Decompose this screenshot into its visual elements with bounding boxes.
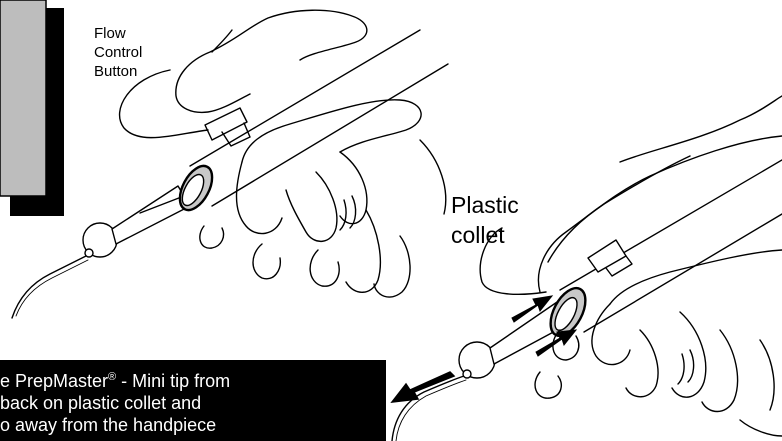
left-tip-wire — [12, 256, 86, 318]
right-ball-collar — [463, 370, 471, 378]
gray-panel-face — [0, 0, 46, 196]
left-tip-wire-inner — [16, 260, 88, 316]
right-wrist — [740, 420, 782, 436]
right-illustration — [392, 96, 782, 441]
instruction-caption: e PrepMaster® - Mini tip from back on pl… — [0, 360, 386, 441]
left-tapered-tip — [112, 186, 190, 244]
left-handpiece-body-lower — [212, 64, 448, 206]
caption-line-1-prefix: e PrepMaster — [0, 371, 108, 391]
left-finger-4 — [340, 152, 367, 224]
left-flow-button — [205, 108, 247, 140]
right-flow-button — [588, 240, 626, 272]
flow-label-line-3: Button — [94, 62, 142, 81]
left-finger-1 — [242, 100, 421, 162]
plastic-collet-label: Plastic collet — [451, 190, 519, 250]
left-finger-2 — [237, 162, 283, 234]
left-finger-3 — [286, 172, 337, 241]
right-hand-top-2 — [620, 96, 782, 162]
right-finger-2 — [592, 304, 630, 365]
left-finger-5 — [346, 210, 380, 292]
right-crease-1 — [688, 350, 694, 382]
right-fingertip-b — [535, 372, 561, 398]
caption-line-1-suffix: - Mini tip from — [116, 371, 230, 391]
right-hand-upper — [538, 136, 782, 292]
gray-panel — [0, 0, 64, 216]
right-finger-5 — [702, 330, 738, 412]
caption-line-1: e PrepMaster® - Mini tip from — [0, 370, 230, 392]
right-finger-4 — [672, 312, 706, 397]
right-crease-2 — [678, 354, 684, 384]
left-hand-upper — [176, 10, 367, 112]
collet-label-line-2: collet — [451, 220, 519, 250]
left-palm-edge — [420, 140, 446, 214]
collet-label-line-1: Plastic — [451, 190, 519, 220]
left-crease-2 — [340, 200, 346, 230]
left-ball-collar — [85, 249, 93, 257]
flow-control-button-label: Flow Control Button — [94, 24, 142, 81]
caption-line-3: o away from the handpiece — [0, 414, 216, 436]
caption-line-2: back on plastic collet and — [0, 392, 201, 414]
flow-label-line-1: Flow — [94, 24, 142, 43]
left-illustration — [12, 10, 448, 318]
right-finger-3 — [626, 330, 658, 397]
left-fingertip-a — [200, 226, 224, 248]
left-fingertip-b — [253, 244, 280, 279]
right-finger-1 — [610, 250, 782, 304]
right-handpiece-body — [560, 160, 782, 290]
flow-label-line-2: Control — [94, 43, 142, 62]
registered-mark: ® — [108, 371, 116, 383]
left-fingertip-c — [310, 250, 339, 286]
left-handpiece-body — [190, 30, 420, 166]
right-finger-6 — [760, 340, 774, 410]
